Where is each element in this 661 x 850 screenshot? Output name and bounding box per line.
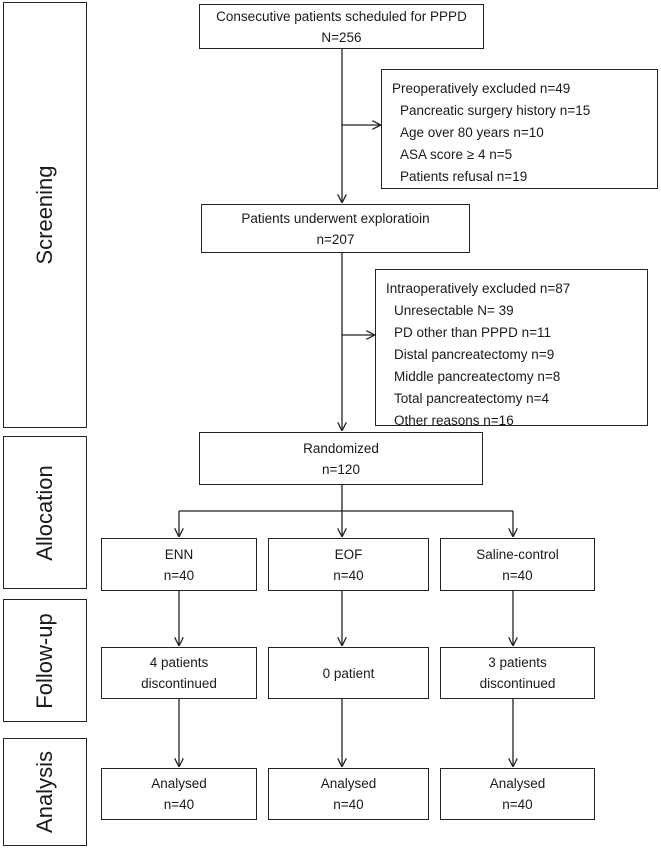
enn-followup-box: 4 patients discontinued bbox=[101, 647, 257, 699]
consecutive-patients-count: N=256 bbox=[321, 29, 362, 45]
stage-allocation: Allocation bbox=[3, 436, 87, 589]
enn-followup-line1: 4 patients bbox=[149, 655, 209, 670]
randomized-label: Randomized bbox=[303, 440, 379, 456]
preop-excluded-item: Age over 80 years n=10 bbox=[400, 125, 544, 140]
exploration-label: Patients underwent exploratioin bbox=[241, 210, 430, 226]
saline-followup-line2: discontinued bbox=[479, 676, 556, 691]
exploration-count: n=207 bbox=[316, 231, 355, 247]
enn-analysis-box: Analysed n=40 bbox=[101, 768, 257, 820]
stage-screening: Screening bbox=[3, 2, 87, 428]
saline-followup-line1: 3 patients bbox=[488, 655, 547, 670]
randomized-box: Randomized n=120 bbox=[199, 432, 483, 485]
eof-analysis-count: n=40 bbox=[333, 797, 364, 812]
stage-screening-label: Screening bbox=[32, 165, 57, 265]
saline-group-label: Saline-control bbox=[476, 546, 559, 562]
saline-analysis-label: Analysed bbox=[489, 776, 546, 791]
consecutive-patients-label: Consecutive patients scheduled for PPPD bbox=[216, 8, 467, 24]
intraop-excluded-box: Intraoperatively excluded n=87 Unresecta… bbox=[375, 269, 648, 428]
intraop-excluded-item: Middle pancreatectomy n=8 bbox=[394, 369, 561, 384]
saline-group-count: n=40 bbox=[502, 567, 533, 583]
saline-followup-box: 3 patients discontinued bbox=[440, 647, 595, 699]
enn-analysis-count: n=40 bbox=[163, 797, 195, 812]
eof-group-count: n=40 bbox=[333, 567, 364, 583]
eof-group-label: EOF bbox=[334, 546, 363, 562]
preop-excluded-item: Pancreatic surgery history n=15 bbox=[400, 103, 591, 118]
enn-group-label: ENN bbox=[164, 546, 194, 562]
saline-group-box: Saline-control n=40 bbox=[440, 538, 595, 591]
enn-analysis-label: Analysed bbox=[151, 776, 207, 791]
stage-analysis-label: Analysis bbox=[32, 751, 57, 833]
enn-group-count: n=40 bbox=[163, 567, 195, 583]
preop-excluded-title: Preoperatively excluded n=49 bbox=[392, 81, 571, 96]
preop-excluded-item: Patients refusal n=19 bbox=[400, 169, 528, 184]
stage-allocation-label: Allocation bbox=[32, 464, 57, 561]
intraop-excluded-title: Intraoperatively excluded n=87 bbox=[386, 281, 571, 296]
eof-group-box: EOF n=40 bbox=[268, 538, 429, 591]
enn-followup-line2: discontinued bbox=[141, 676, 217, 691]
saline-analysis-count: n=40 bbox=[502, 797, 533, 812]
intraop-excluded-item: Total pancreatectomy n=4 bbox=[394, 391, 549, 406]
eof-followup-box: 0 patient bbox=[268, 647, 429, 699]
intraop-excluded-item: Other reasons n=16 bbox=[394, 413, 514, 428]
stage-followup-label: Follow-up bbox=[32, 612, 57, 709]
intraop-excluded-item: Distal pancreatectomy n=9 bbox=[394, 347, 555, 362]
randomized-count: n=120 bbox=[322, 461, 360, 477]
consecutive-patients-box: Consecutive patients scheduled for PPPD … bbox=[199, 4, 484, 49]
intraop-excluded-item: PD other than PPPD n=11 bbox=[394, 325, 551, 340]
stage-analysis: Analysis bbox=[3, 738, 87, 846]
eof-analysis-label: Analysed bbox=[320, 776, 377, 791]
eof-analysis-box: Analysed n=40 bbox=[268, 768, 429, 820]
preop-excluded-item: ASA score ≥ 4 n=5 bbox=[400, 147, 513, 162]
stage-followup: Follow-up bbox=[3, 599, 87, 722]
eof-followup-line1: 0 patient bbox=[322, 665, 375, 681]
saline-analysis-box: Analysed n=40 bbox=[440, 768, 595, 820]
intraop-excluded-item: Unresectable N= 39 bbox=[394, 303, 514, 318]
enn-group-box: ENN n=40 bbox=[101, 538, 257, 591]
exploration-box: Patients underwent exploratioin n=207 bbox=[201, 204, 470, 253]
preop-excluded-box: Preoperatively excluded n=49 Pancreatic … bbox=[381, 69, 658, 189]
